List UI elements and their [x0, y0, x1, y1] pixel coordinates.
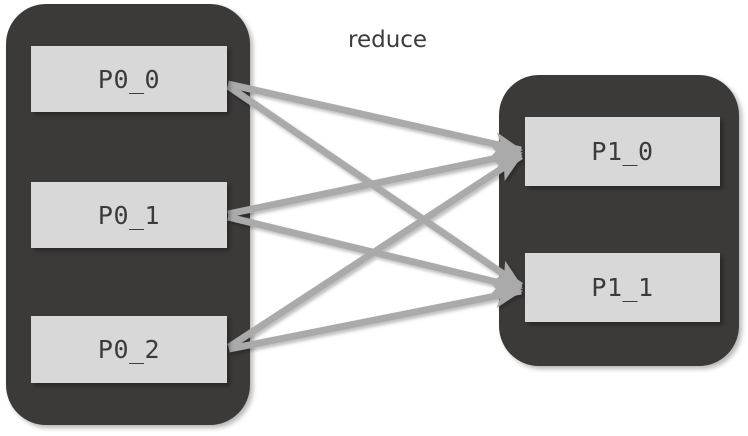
- edge-p0-1-to-p1-1: [227, 213, 524, 294]
- node-p1-1[interactable]: P1_1: [525, 253, 720, 322]
- reduce-caption: reduce: [348, 27, 428, 53]
- node-label: P0_2: [97, 335, 161, 364]
- node-label: P1_0: [591, 137, 654, 166]
- edge-p0-0-to-p1-1: [226, 83, 523, 289]
- edge-p0-1-to-p1-0: [227, 146, 524, 218]
- edge-p0-0-to-p1-0: [227, 80, 524, 156]
- node-label: P1_1: [591, 273, 654, 302]
- node-p0-2[interactable]: P0_2: [31, 316, 227, 383]
- node-p0-0[interactable]: P0_0: [31, 46, 227, 112]
- node-p0-1[interactable]: P0_1: [31, 182, 227, 248]
- node-label: P0_1: [97, 200, 161, 230]
- node-label: P0_0: [97, 64, 161, 94]
- edge-p0-2-to-p1-0: [227, 153, 523, 350]
- node-p1-0[interactable]: P1_0: [525, 117, 720, 186]
- edge-p0-2-to-p1-1: [228, 284, 524, 353]
